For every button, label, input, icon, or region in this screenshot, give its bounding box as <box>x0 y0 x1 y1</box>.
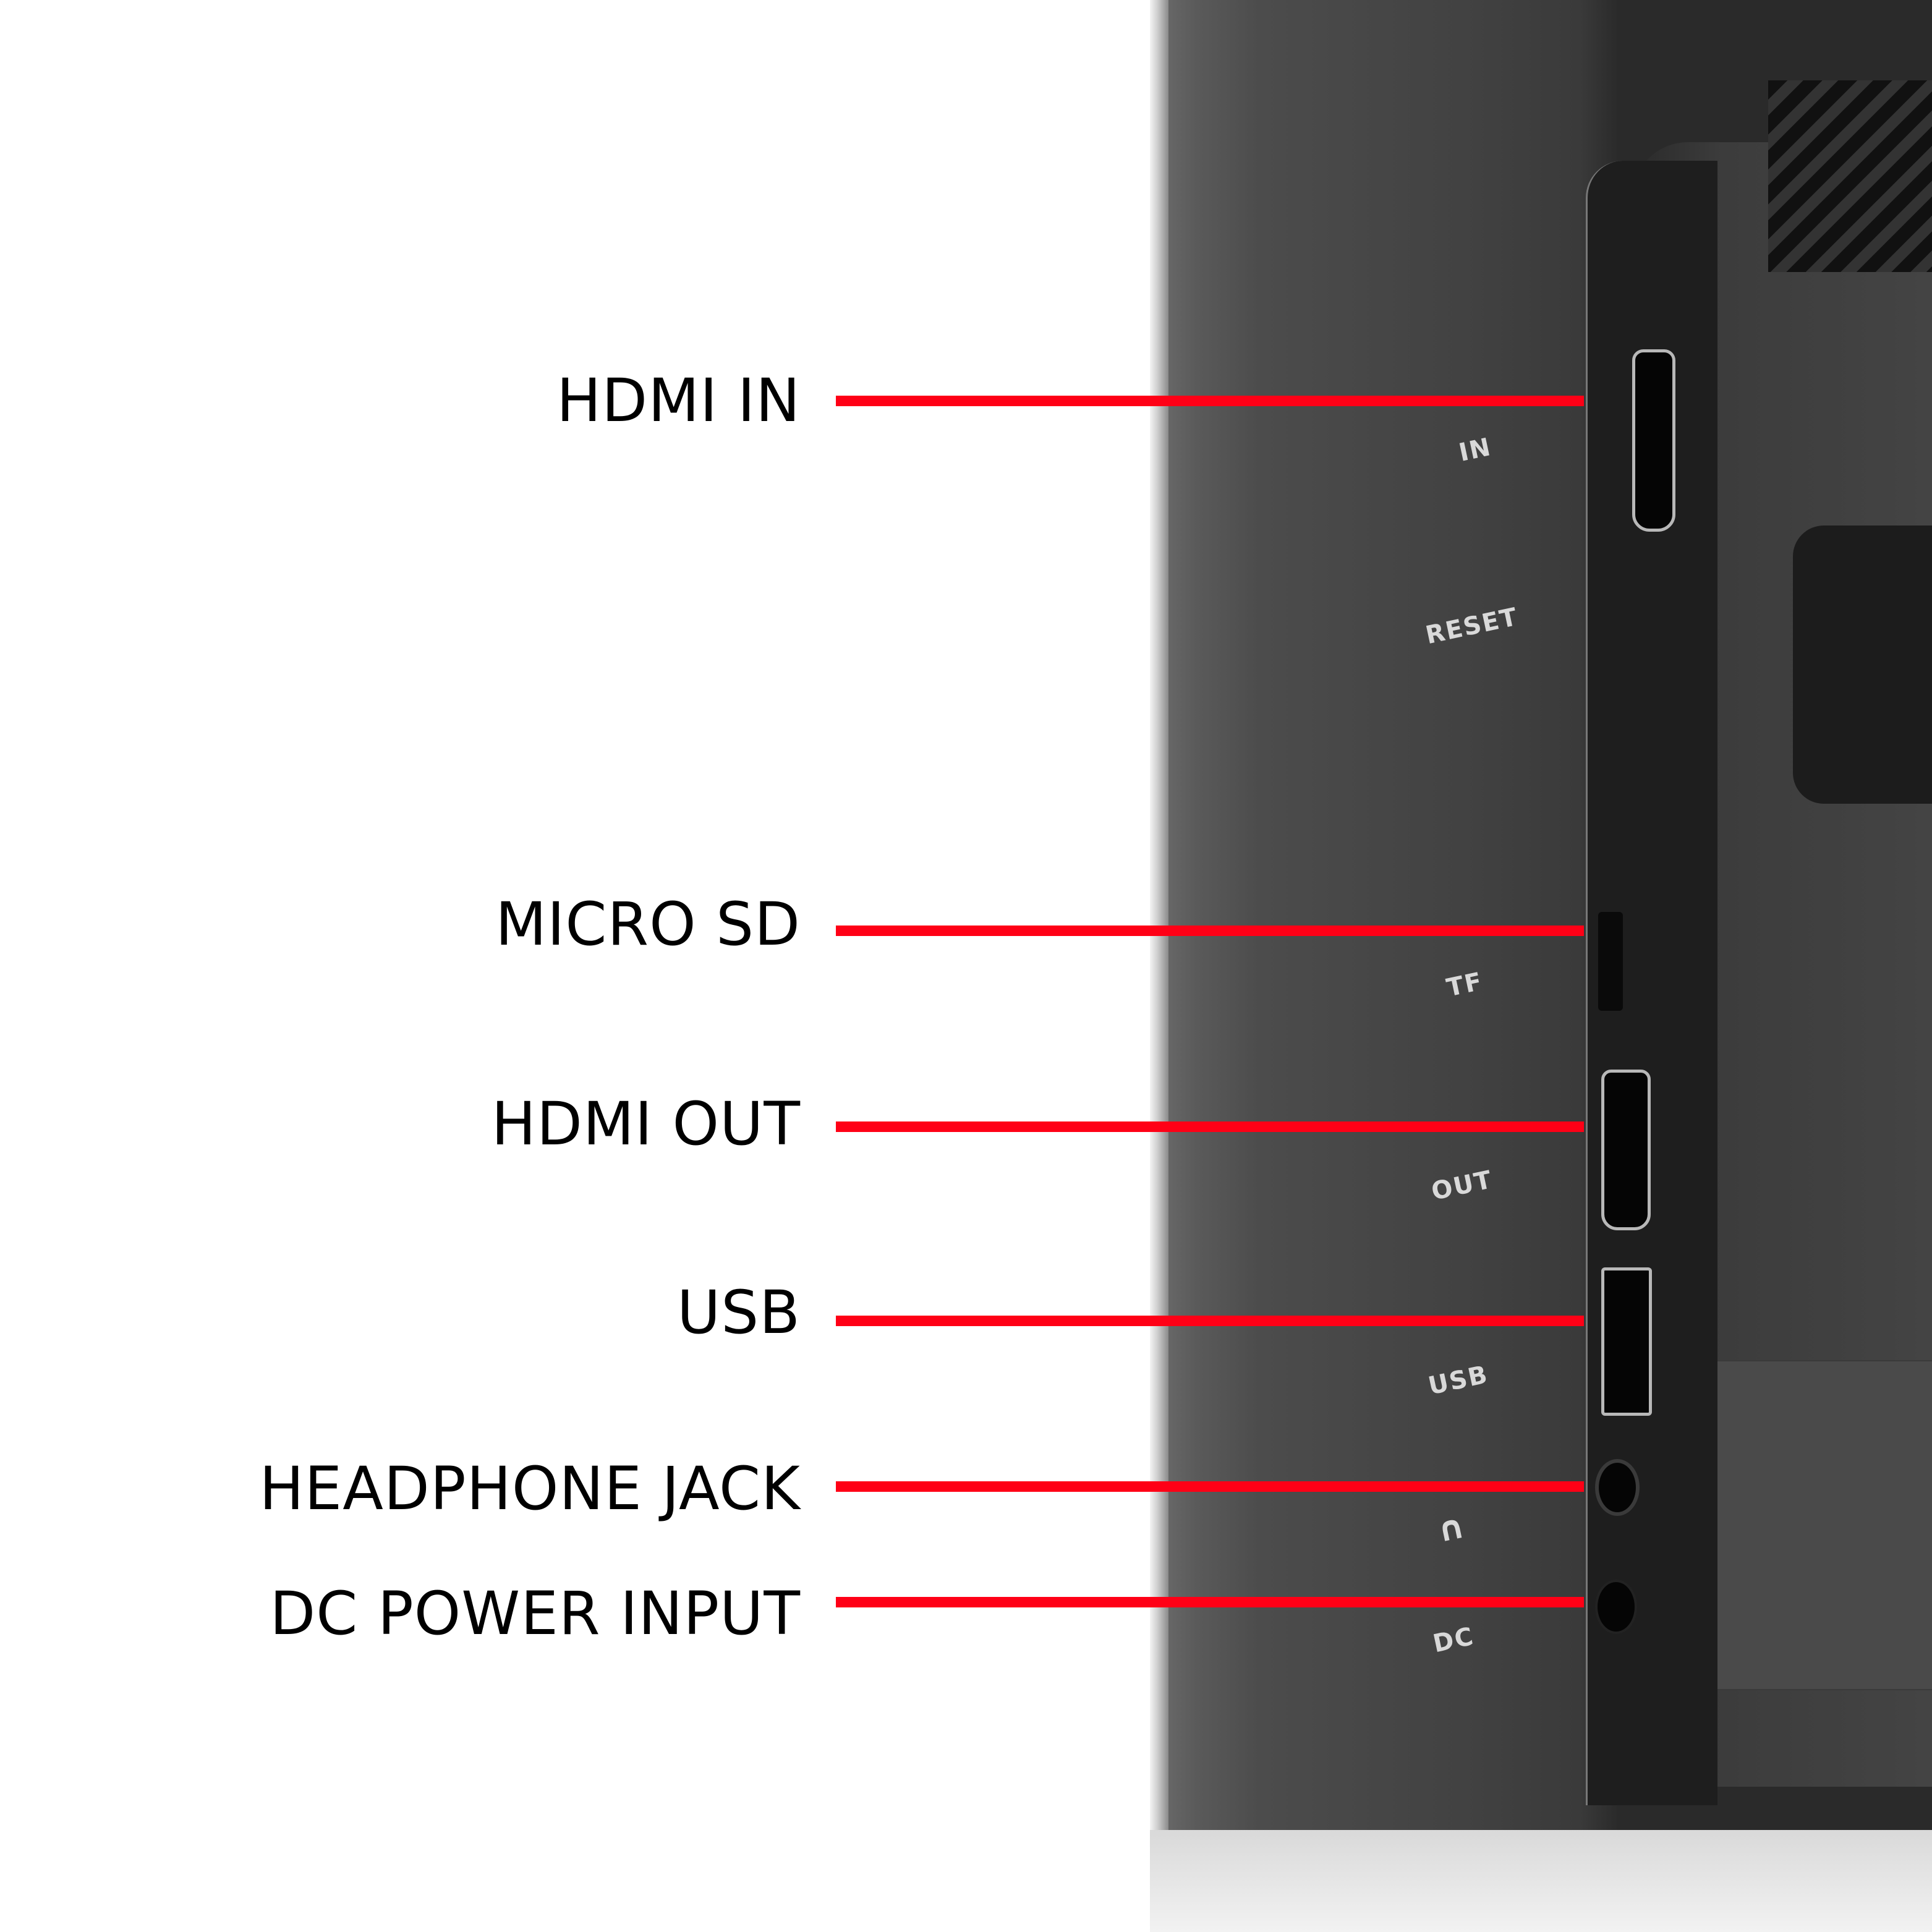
headphone-jack-icon <box>1595 1459 1640 1516</box>
callout-line-hdmi-in <box>836 396 1584 406</box>
callout-micro-sd: MICRO SD <box>0 890 801 958</box>
callout-line-usb <box>836 1316 1584 1326</box>
callout-hdmi-in: HDMI IN <box>0 367 801 435</box>
device-bezel-edge <box>1150 0 1168 1932</box>
callout-hdmi-out: HDMI OUT <box>0 1090 801 1158</box>
callout-label: HDMI OUT <box>491 1089 801 1159</box>
callout-line-hdmi-out <box>836 1121 1584 1132</box>
callout-label: USB <box>676 1278 801 1347</box>
callout-dc-power-input: DC POWER INPUT <box>0 1580 801 1648</box>
floor-surface <box>1150 1830 1932 1932</box>
hdmi-out-port-icon <box>1601 1070 1651 1230</box>
dc-power-port-icon <box>1595 1580 1637 1634</box>
micro-sd-slot-icon <box>1598 912 1623 1011</box>
vent-grille <box>1768 80 1932 272</box>
rear-label-plate <box>1700 1360 1932 1690</box>
callout-headphone-jack: HEADPHONE JACK <box>0 1455 801 1523</box>
callout-line-micro-sd <box>836 926 1584 936</box>
hdmi-in-port-icon <box>1632 349 1675 532</box>
callout-usb: USB <box>0 1279 801 1347</box>
callout-line-dc-power-input <box>836 1597 1584 1607</box>
callout-label: HEADPHONE JACK <box>259 1454 801 1523</box>
callout-label: MICRO SD <box>495 890 801 959</box>
usb-port-icon <box>1601 1267 1652 1416</box>
callout-line-headphone-jack <box>836 1481 1584 1492</box>
device-stand <box>1793 526 1932 804</box>
callout-label: HDMI IN <box>556 366 801 435</box>
callout-label: DC POWER INPUT <box>270 1579 801 1648</box>
